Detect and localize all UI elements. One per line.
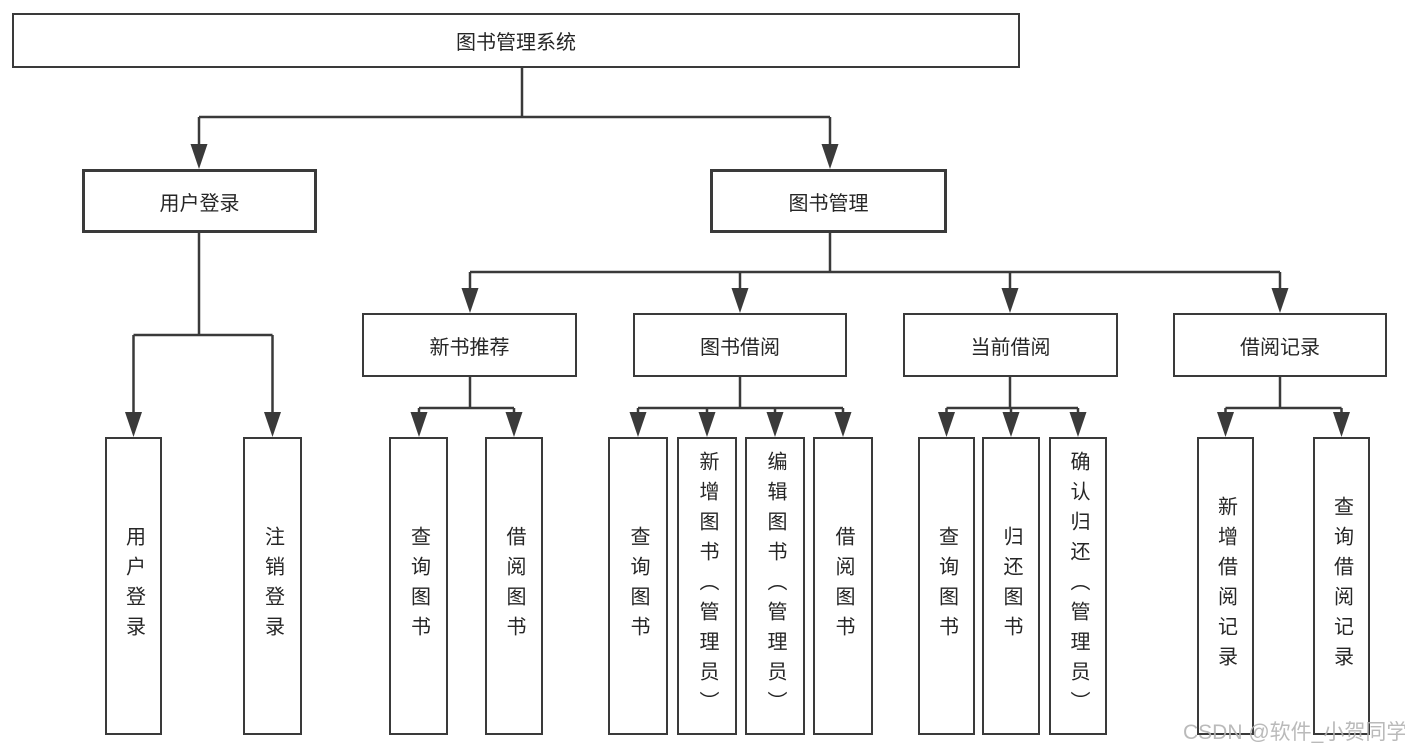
leaf-return-books: 归还图书 [982,437,1040,735]
leaf-borrow-books-label: 借阅图书 [832,526,854,646]
arrowheads [125,144,1350,437]
leaf-edit-books-admin: 编辑图书（管理员） [745,437,805,735]
node-root-system: 图书管理系统 [12,13,1020,68]
node-book-management: 图书管理 [710,169,947,233]
leaf-recommend-query-books-label: 查询图书 [407,526,430,646]
leaf-add-borrow-record: 新增借阅记录 [1197,437,1254,735]
leaf-current-query-books: 查询图书 [918,437,975,735]
leaf-logout-label: 注销登录 [261,526,284,646]
node-current-borrow: 当前借阅 [903,313,1118,377]
leaf-user-login: 用户登录 [105,437,162,735]
node-book-management-label: 图书管理 [788,192,869,215]
leaf-borrow-query-books-label: 查询图书 [627,526,649,646]
leaf-confirm-return-admin: 确认归还（管理员） [1049,437,1107,735]
node-book-borrow: 图书借阅 [633,313,847,377]
leaf-recommend-query-books: 查询图书 [389,437,448,735]
node-borrow-record-label: 借阅记录 [1240,336,1320,359]
node-user-login-label: 用户登录 [159,192,240,215]
node-root-label: 图书管理系统 [456,32,576,54]
node-user-login: 用户登录 [82,169,317,233]
node-book-borrow-label: 图书借阅 [700,336,780,359]
node-current-borrow-label: 当前借阅 [970,336,1051,359]
leaf-return-books-label: 归还图书 [1000,526,1022,646]
leaf-edit-books-admin-label: 编辑图书（管理员） [764,451,786,721]
leaf-user-login-label: 用户登录 [122,526,145,646]
leaf-logout: 注销登录 [243,437,302,735]
csdn-watermark: CSDN @软件_小贺同学 [1183,721,1405,744]
leaf-query-borrow-record: 查询借阅记录 [1313,437,1370,735]
leaf-add-books-admin-label: 新增图书（管理员） [696,451,718,721]
node-borrow-record: 借阅记录 [1173,313,1387,377]
leaf-current-query-books-label: 查询图书 [935,526,958,646]
node-new-book-recommend-label: 新书推荐 [429,336,510,359]
leaf-query-borrow-record-label: 查询借阅记录 [1330,496,1353,676]
leaf-confirm-return-admin-label: 确认归还（管理员） [1067,451,1089,721]
leaf-borrow-query-books: 查询图书 [608,437,668,735]
leaf-recommend-borrow-books: 借阅图书 [485,437,543,735]
leaf-add-borrow-record-label: 新增借阅记录 [1214,496,1237,676]
leaf-add-books-admin: 新增图书（管理员） [677,437,737,735]
leaf-borrow-books: 借阅图书 [813,437,873,735]
leaf-recommend-borrow-books-label: 借阅图书 [503,526,525,646]
node-new-book-recommend: 新书推荐 [362,313,577,377]
